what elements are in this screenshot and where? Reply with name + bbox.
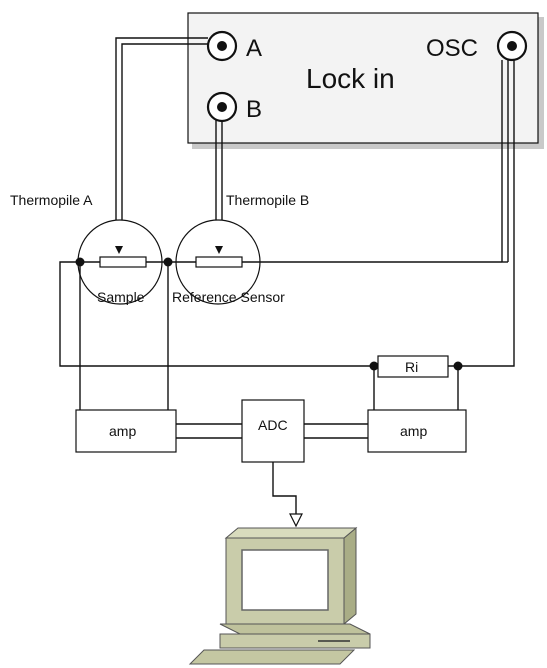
amp-right-label: amp <box>400 423 427 439</box>
adc-label: ADC <box>258 417 288 433</box>
node-left <box>75 257 85 267</box>
sample-label: Sample <box>97 289 145 305</box>
thermopile-a <box>77 219 163 305</box>
lock-in-amplifier: Lock in A B OSC <box>187 12 544 149</box>
thermopile-a-label: Thermopile A <box>10 192 93 208</box>
lock-in-title: Lock in <box>306 63 395 94</box>
thermopile-b-label: Thermopile B <box>226 192 309 208</box>
amp-right: amp <box>367 409 467 453</box>
amp-adc-links <box>176 423 368 439</box>
jack-a <box>206 30 238 62</box>
sample-element <box>99 256 147 268</box>
jack-b <box>206 91 238 123</box>
reference-element <box>195 256 243 268</box>
resistor-ri: Ri <box>369 355 463 410</box>
jack-osc <box>496 30 528 62</box>
amp-left: amp <box>75 409 177 453</box>
amp-left-label: amp <box>109 423 136 439</box>
computer-icon <box>188 526 371 665</box>
resistor-label: Ri <box>405 359 418 375</box>
port-b-label: B <box>246 96 262 123</box>
sensor-circuit <box>59 60 515 410</box>
monitor-screen <box>241 549 329 611</box>
reference-sensor-label: Reference Sensor <box>172 289 285 305</box>
node-middle <box>163 257 173 267</box>
lock-in-box <box>187 12 539 144</box>
osc-label: OSC <box>426 35 478 62</box>
adc: ADC <box>241 399 305 463</box>
port-a-label: A <box>246 35 262 62</box>
thermopile-b <box>175 219 261 305</box>
signal-wire-a <box>115 37 208 250</box>
adc-to-computer-link <box>272 462 303 528</box>
